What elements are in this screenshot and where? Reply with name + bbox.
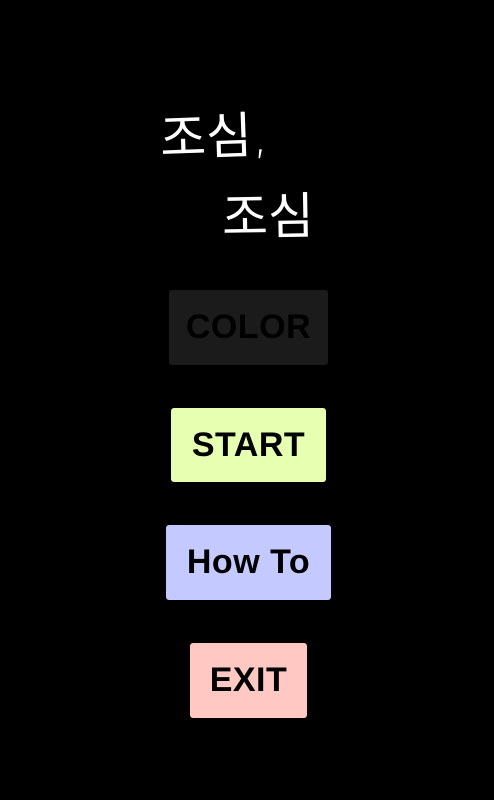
how-to-button[interactable]: How To (166, 525, 331, 600)
start-button[interactable]: START (171, 408, 326, 482)
game-title-line-1: 조심, (159, 106, 269, 168)
color-button[interactable]: COLOR (169, 290, 328, 365)
game-title-line-2: 조심 (221, 187, 315, 247)
exit-button[interactable]: EXIT (190, 643, 307, 718)
